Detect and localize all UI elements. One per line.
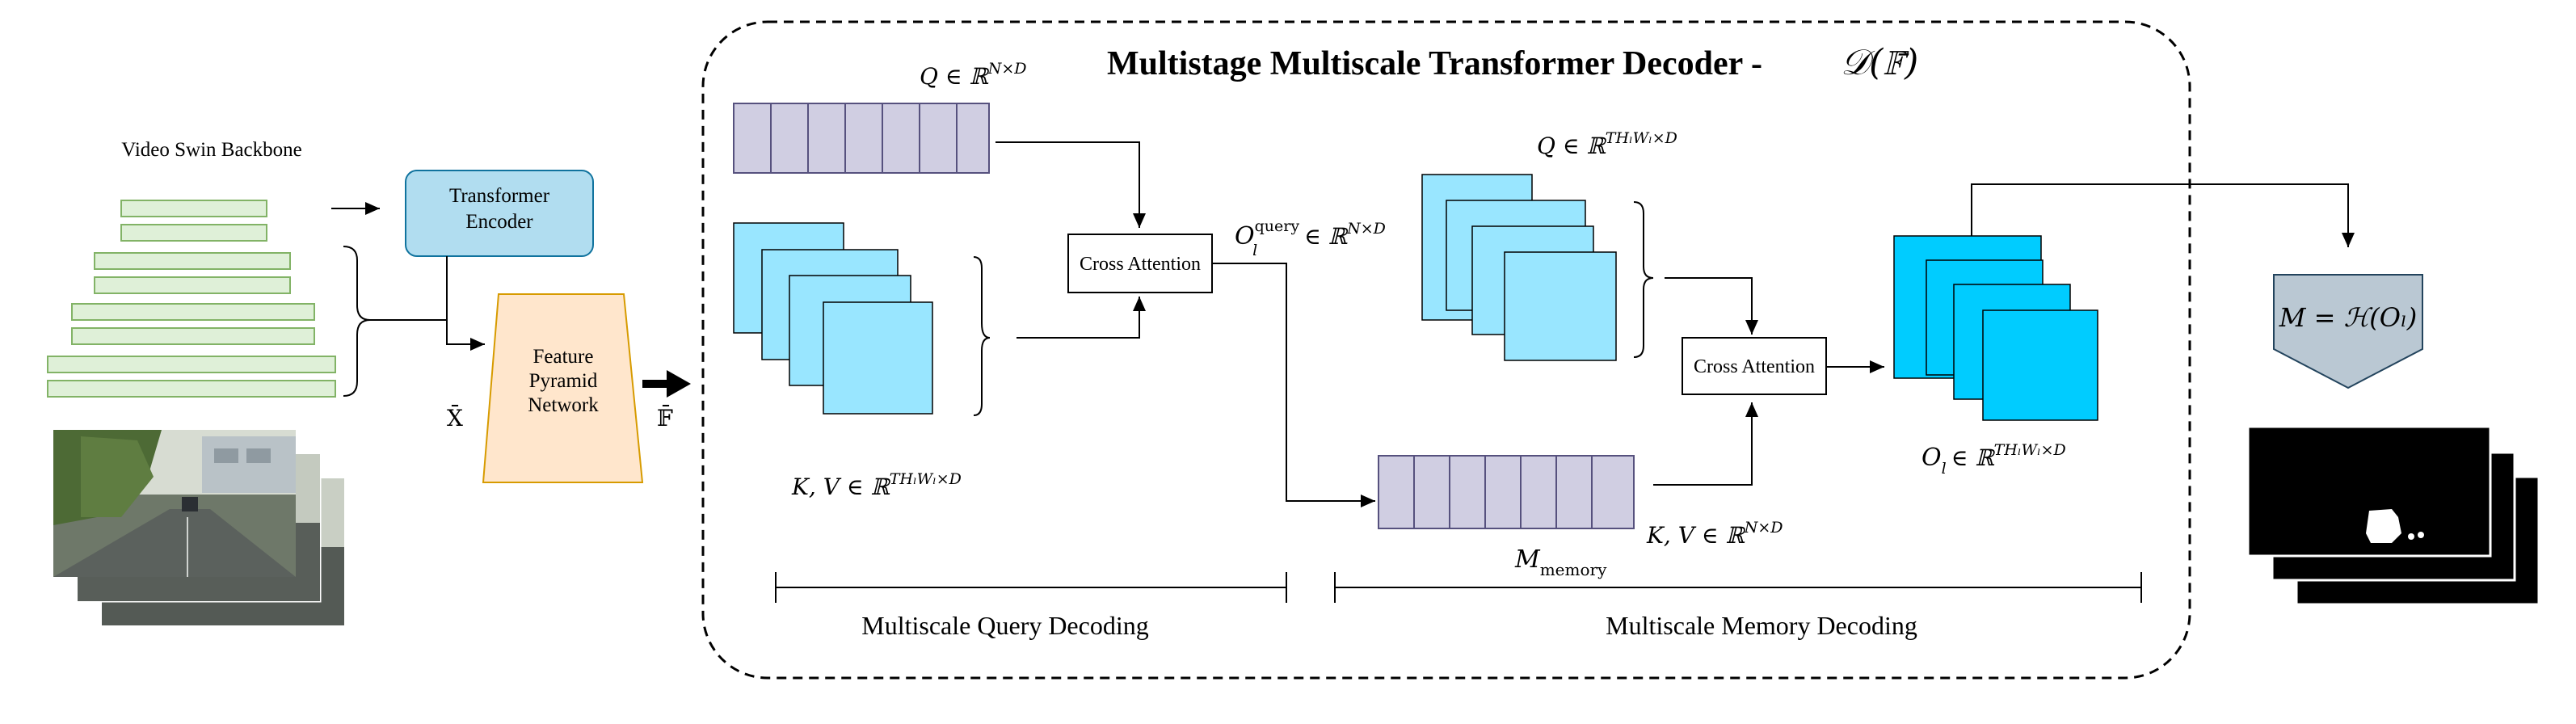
output-feature-map (1982, 309, 2098, 421)
kv-brace (973, 256, 991, 416)
memory-to-cross-attention-arrow (1653, 402, 1758, 486)
backbone-bar (71, 303, 315, 321)
backbone-bar (71, 327, 315, 345)
kv-feature-stack (733, 222, 933, 415)
query-token (770, 103, 809, 174)
cross-attention-box-1 (1067, 234, 1213, 293)
memory-decoding-bracket (1334, 572, 2142, 603)
query-dim-label: Q ∈ ℝN×D (920, 60, 1027, 90)
cross-attention-block-2: Cross Attention (1682, 337, 1827, 395)
backbone-label: Video Swin Backbone (121, 139, 301, 161)
query2-to-cross-attention-arrow (1665, 277, 1758, 335)
query-to-cross-attention-arrow (995, 141, 1146, 228)
fpn-label-line1: Feature (533, 346, 594, 368)
encoder-label-line1: Transformer (449, 185, 550, 207)
fpn-to-decoder-arrow (642, 370, 691, 398)
transformer-encoder: Transformer Encoder (405, 170, 594, 257)
mask-head: M = ℋ(Oₗ) (2273, 274, 2423, 389)
memory-token (1555, 455, 1593, 529)
memory-token (1378, 455, 1415, 529)
query-tokens-group: Q ∈ ℝN×D (733, 60, 1027, 174)
feature-pyramid-network: Feature Pyramid Network (482, 293, 644, 483)
feature-map (823, 301, 933, 415)
memory-tokens (1378, 455, 1635, 529)
query-token (956, 103, 990, 174)
query-token (733, 103, 772, 174)
encoder-box (405, 170, 594, 257)
query-token (882, 103, 920, 174)
output-to-head-arrow (1971, 183, 2355, 247)
video-frames (53, 430, 346, 627)
query-tokens (733, 103, 990, 174)
query2-brace (1633, 201, 1654, 358)
output-feature-stack (1893, 235, 2098, 421)
memory-token (1449, 455, 1486, 529)
mask-blob (2408, 533, 2414, 540)
f-bar-symbol: 𝔽̄ (657, 404, 673, 431)
kv-to-cross-attention-arrow (1017, 297, 1146, 339)
cross-attention-block-1: Cross Attention (1067, 234, 1213, 293)
backbone-brace (343, 246, 371, 397)
backbone-bar (94, 276, 291, 294)
memory-label: Mmemory (1514, 545, 1607, 579)
decoder-title: Multistage Multiscale Transformer Decode… (1107, 45, 1762, 82)
fpn-label-line2: Pyramid (529, 370, 598, 392)
video-frame (53, 430, 296, 577)
query-token (807, 103, 846, 174)
query2-feature-stack (1421, 174, 1617, 361)
mask-blob (2366, 509, 2401, 543)
query2-dim-label: Q ∈ ℝTHₗWₗ×D (1537, 129, 1677, 159)
memory-token (1484, 455, 1522, 529)
decoder-frame (701, 20, 2191, 680)
memory-token (1591, 455, 1635, 529)
section-label-memory: Multiscale Memory Decoding (1606, 611, 1917, 640)
backbone-bar (120, 200, 267, 217)
backbone-bar (47, 356, 336, 373)
backbone-section: Video Swin Backbone (47, 139, 447, 398)
kv-dim-label: K, V ∈ ℝTHₗWₗ×D (791, 470, 962, 500)
query-decoding-bracket (775, 572, 1287, 603)
backbone-bar (120, 224, 267, 242)
output-masks (2246, 425, 2540, 606)
feature-map (1504, 251, 1617, 361)
x-bar-symbol: X̄ (447, 404, 463, 431)
output-dim-label: Ol∈ ℝTHₗWₗ×D (1921, 441, 2066, 478)
cross-attention-to-memory-arrow (1212, 263, 1375, 507)
section-label-query: Multiscale Query Decoding (861, 611, 1148, 640)
backbone-feature-bars (47, 200, 336, 398)
query-token (919, 103, 958, 174)
encoder-to-fpn-arrow (446, 256, 485, 351)
memory-kv-dim-label: K, V ∈ ℝN×D (1646, 519, 1783, 549)
memory-token (1520, 455, 1557, 529)
memory-token (1413, 455, 1450, 529)
fpn-trapezoid (482, 293, 644, 483)
cross-attention-label-1: Cross Attention (1080, 254, 1201, 275)
mask-head-label: M = ℋ(Oₗ) (2279, 302, 2418, 333)
backbone-bar (47, 380, 336, 398)
mask-head-shape (2273, 274, 2423, 389)
encoder-label-line2: Encoder (465, 211, 533, 233)
cross-attention-label-2: Cross Attention (1694, 356, 1815, 377)
fpn-label-line3: Network (528, 394, 599, 416)
mask-blob (2418, 532, 2424, 538)
query-token (844, 103, 883, 174)
backbone-bar (94, 252, 291, 270)
decoder-title-math: 𝒟(𝔽̄) (1841, 42, 1918, 83)
